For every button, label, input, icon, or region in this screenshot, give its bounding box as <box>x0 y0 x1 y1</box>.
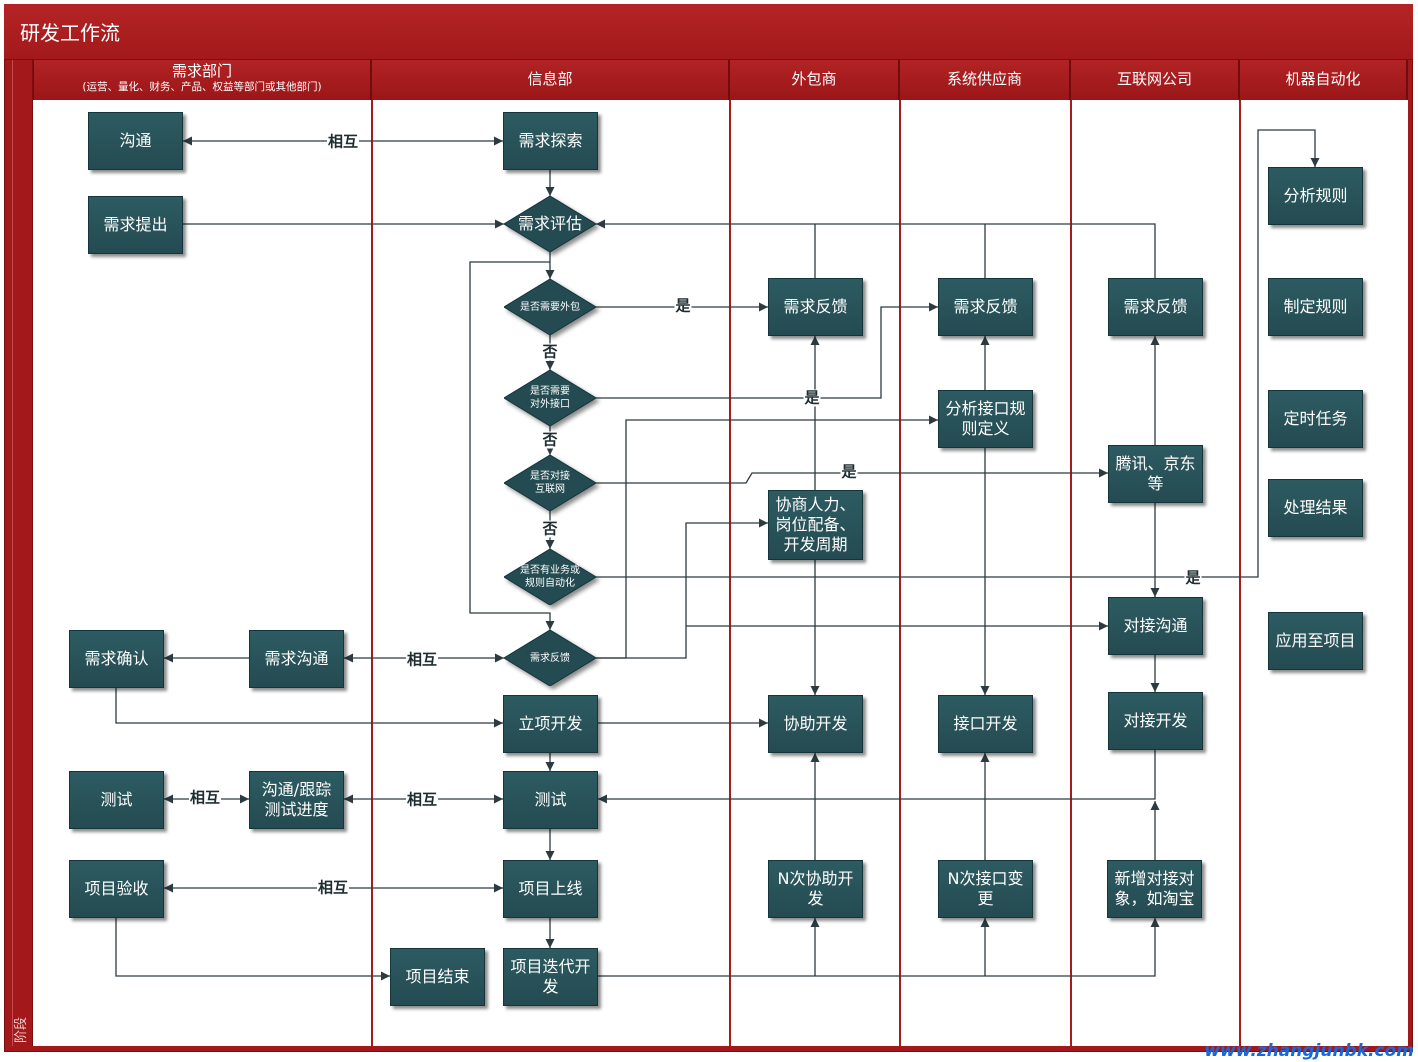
connector-feedback-to-interface-analysis <box>596 415 938 659</box>
lane-name: 互联网公司 <box>1116 70 1192 88</box>
connector-feedback-to-negotiate <box>596 518 768 659</box>
decision-label: 是否需要外包 <box>520 301 580 313</box>
stage-strip <box>12 60 33 1046</box>
node-demand-raise: 需求提出 <box>88 196 183 254</box>
decision-demand-feedback: 需求反馈 <box>504 630 596 686</box>
node-iterative-development: 项目迭代开 发 <box>503 948 598 1006</box>
node-internet-feedback: 需求反馈 <box>1108 278 1203 336</box>
lane-header-automation: 机器自动化 <box>1240 60 1408 100</box>
lane-name: 需求部门 <box>171 62 232 80</box>
node-analyze-rules: 分析规则 <box>1268 167 1363 225</box>
lane-header-internet: 互联网公司 <box>1071 60 1240 100</box>
node-internet-partners: 腾讯、京东 等 <box>1108 445 1203 503</box>
decision-need-outsource: 是否需要外包 <box>504 279 596 335</box>
lane-separator <box>729 100 731 1046</box>
lane-name: 外包商 <box>791 70 837 88</box>
edge-label-no: 否 <box>541 430 559 449</box>
connector-interface-yes <box>596 302 938 399</box>
edge-label-mutual: 相互 <box>405 790 439 809</box>
edge-label-yes: 是 <box>1184 568 1202 587</box>
node-scheduled-task: 定时任务 <box>1268 390 1363 448</box>
node-outsource-feedback: 需求反馈 <box>768 278 863 336</box>
node-project-finish: 项目结束 <box>390 948 485 1006</box>
node-demand-communication: 需求沟通 <box>249 630 344 688</box>
lane-name: 机器自动化 <box>1285 70 1361 88</box>
decision-need-interface: 是否需要 对外接口 <box>504 370 596 426</box>
lane-name: 信息部 <box>527 70 573 88</box>
node-analyze-interface-rules: 分析接口规 则定义 <box>938 390 1033 448</box>
lane-header-demand: 需求部门 (运营、量化、财务、产品、权益等部门或其他部门) <box>33 60 372 100</box>
connector-internet-yes <box>596 468 1108 484</box>
connector-iterate-to-new-target <box>598 918 1160 977</box>
node-interface-development: 接口开发 <box>938 695 1033 753</box>
node-it-test: 测试 <box>503 771 598 829</box>
node-n-interface-changes: N次接口变 更 <box>938 860 1033 918</box>
node-apply-to-project: 应用至项目 <box>1268 612 1363 670</box>
node-project-acceptance: 项目验收 <box>69 860 164 918</box>
edge-label-no: 否 <box>541 519 559 538</box>
diamond-shape <box>504 630 596 686</box>
node-demand-test: 测试 <box>69 771 164 829</box>
edge-label-mutual: 相互 <box>316 878 350 897</box>
node-communicate: 沟通 <box>88 112 183 170</box>
lane-note: (运营、量化、财务、产品、权益等部门或其他部门) <box>82 81 322 93</box>
decision-label: 需求反馈 <box>530 652 570 664</box>
lane-separator <box>371 100 373 1046</box>
node-demand-explore: 需求探索 <box>503 112 598 170</box>
node-new-docking-target: 新增对接对 象，如淘宝 <box>1107 860 1202 918</box>
node-process-results: 处理结果 <box>1268 479 1363 537</box>
node-start-development: 立项开发 <box>503 695 598 753</box>
node-n-assist-development: N次协助开 发 <box>768 860 863 918</box>
diagram-title: 研发工作流 <box>20 21 120 45</box>
diamond-shape <box>504 549 596 605</box>
node-project-launch: 项目上线 <box>503 860 598 918</box>
edge-label-no: 否 <box>541 342 559 361</box>
lane-header-it: 信息部 <box>372 60 730 100</box>
node-docking-development: 对接开发 <box>1108 692 1203 750</box>
node-docking-communication: 对接沟通 <box>1108 597 1203 655</box>
diamond-shape <box>504 279 596 335</box>
node-negotiate-resources: 协商人力、 岗位配备、 开发周期 <box>768 490 863 560</box>
node-track-test-progress: 沟通/跟踪 测试进度 <box>249 771 344 829</box>
edge-label-mutual: 相互 <box>188 788 222 807</box>
node-vendor-feedback: 需求反馈 <box>938 278 1033 336</box>
connector-feedback-return <box>596 219 1156 278</box>
lane-header-outsource: 外包商 <box>730 60 900 100</box>
lane-separator <box>1070 100 1072 1046</box>
node-demand-confirm: 需求确认 <box>69 630 164 688</box>
decision-demand-evaluate: 需求评估 <box>504 196 596 252</box>
decision-label: 是否对接 互联网 <box>530 471 570 495</box>
connector-internet-dev-to-test <box>598 750 1156 804</box>
connector-automation-yes <box>596 129 1320 578</box>
connector-evaluate-to-feedback-loop <box>469 261 555 630</box>
diamond-shape <box>504 455 596 511</box>
diamond-shape <box>504 370 596 426</box>
edge-label-mutual: 相互 <box>326 132 360 151</box>
node-assist-development: 协助开发 <box>768 695 863 753</box>
edge-label-yes: 是 <box>674 296 692 315</box>
decision-need-internet: 是否对接 互联网 <box>504 455 596 511</box>
lane-header-vendor: 系统供应商 <box>900 60 1071 100</box>
edge-label-mutual: 相互 <box>405 650 439 669</box>
connector-accept-finish <box>115 918 390 981</box>
decision-need-automation: 是否有业务或 规则自动化 <box>504 549 596 605</box>
diamond-shape <box>504 196 596 252</box>
edge-label-yes: 是 <box>803 388 821 407</box>
lane-name: 系统供应商 <box>946 70 1022 88</box>
decision-label: 需求评估 <box>517 214 582 233</box>
lane-separator <box>1239 100 1241 1046</box>
decision-label: 是否需要 对外接口 <box>530 386 570 410</box>
decision-label: 是否有业务或 规则自动化 <box>520 565 580 589</box>
lane-separator <box>899 100 901 1046</box>
watermark: www.zhangjunbk.com <box>1204 1041 1414 1061</box>
node-make-rules: 制定规则 <box>1268 278 1363 336</box>
title-bar: 研发工作流 <box>4 4 1413 60</box>
connector-confirm-start-dev <box>115 688 503 728</box>
edge-label-yes: 是 <box>840 462 858 481</box>
